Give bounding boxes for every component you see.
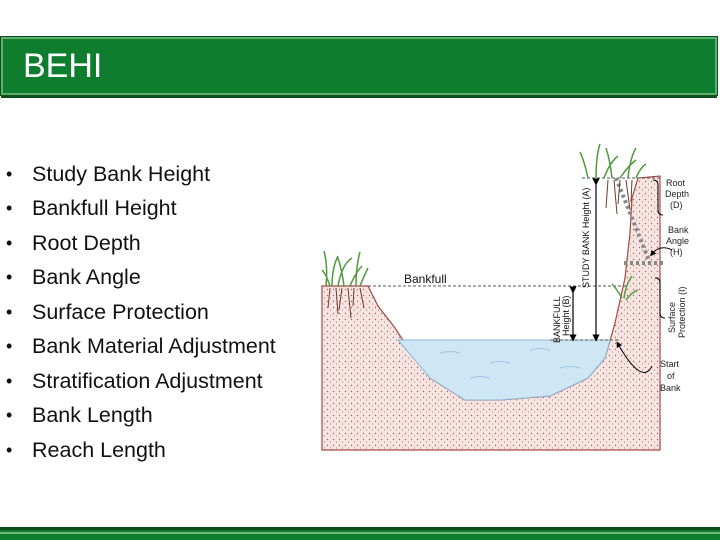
bullet-dot-icon: • bbox=[6, 301, 13, 322]
stream-bank-diagram: Bankfull STUDY BANK Height (A) BANKFULL … bbox=[321, 143, 689, 451]
bullet-item: • Reach Length bbox=[6, 433, 276, 468]
slide-title: BEHI bbox=[23, 47, 103, 85]
bullet-text: Reach Length bbox=[32, 437, 166, 462]
bullet-item: • Stratification Adjustment bbox=[6, 364, 276, 399]
start-of-bank-label-3: Bank bbox=[660, 383, 681, 393]
study-bank-height-label: STUDY BANK Height (A) bbox=[581, 188, 591, 288]
start-of-bank-label-2: of bbox=[667, 371, 675, 381]
bullet-text: Stratification Adjustment bbox=[32, 368, 263, 393]
root-depth-label-2: Depth bbox=[665, 189, 689, 199]
bullet-dot-icon: • bbox=[6, 267, 13, 288]
bankfull-label: Bankfull bbox=[404, 272, 447, 286]
bank-angle-label-1: Bank bbox=[668, 225, 689, 235]
bank-angle-pointer bbox=[650, 247, 673, 257]
bullet-text: Bank Material Adjustment bbox=[32, 334, 276, 359]
root-depth-brace bbox=[652, 179, 664, 216]
bullet-dot-icon: • bbox=[6, 232, 13, 253]
bullet-dot-icon: • bbox=[6, 163, 13, 184]
bullet-dot-icon: • bbox=[6, 198, 13, 219]
footer-bar bbox=[0, 527, 720, 540]
bank-angle-label-2: Angle bbox=[666, 236, 689, 246]
left-roots-icon bbox=[327, 287, 365, 319]
bullet-item: • Bank Length bbox=[6, 399, 276, 434]
bullet-text: Root Depth bbox=[32, 230, 141, 255]
root-depth-label-3: (D) bbox=[670, 200, 683, 210]
bullet-text: Surface Protection bbox=[32, 299, 209, 324]
right-roots-icon bbox=[605, 179, 633, 215]
mid-bank-grass-icon bbox=[611, 275, 639, 301]
bullet-item: • Surface Protection bbox=[6, 295, 276, 330]
start-of-bank-pointer bbox=[616, 341, 653, 373]
water-ripples bbox=[439, 348, 581, 379]
bullet-text: Bank Length bbox=[32, 403, 153, 428]
bullet-dot-icon: • bbox=[6, 370, 13, 391]
right-grass-icon bbox=[579, 143, 647, 179]
left-grass-icon bbox=[321, 250, 369, 287]
bullet-list: • Study Bank Height • Bankfull Height • Roo… bbox=[6, 157, 276, 468]
bullet-item: • Bank Angle bbox=[6, 261, 276, 296]
title-bar: BEHI bbox=[0, 36, 718, 98]
bank-angle-label-3: (H) bbox=[670, 247, 683, 257]
bullet-item: • Bank Material Adjustment bbox=[6, 330, 276, 365]
bullet-item: • Study Bank Height bbox=[6, 157, 276, 192]
water-area bbox=[396, 339, 611, 401]
bankfull-height-label-1: BANKFULL bbox=[552, 296, 562, 343]
bullet-text: Bank Angle bbox=[32, 265, 141, 290]
surface-protection-label-2: Protection (I) bbox=[677, 286, 687, 338]
start-of-bank-label-1: Start bbox=[660, 359, 680, 369]
soil-cross-section bbox=[321, 175, 661, 451]
surface-protection-brace bbox=[654, 277, 666, 319]
bullet-dot-icon: • bbox=[6, 405, 13, 426]
bullet-dot-icon: • bbox=[6, 336, 13, 357]
bankfull-height-label-2: Height (B) bbox=[561, 295, 571, 336]
bullet-dot-icon: • bbox=[6, 439, 13, 460]
root-depth-label-1: Root bbox=[666, 178, 686, 188]
bullet-text: Bankfull Height bbox=[32, 196, 177, 221]
bullet-item: • Bankfull Height bbox=[6, 192, 276, 227]
surface-protection-label-1: Surface bbox=[667, 302, 677, 333]
bullet-item: • Root Depth bbox=[6, 226, 276, 261]
bullet-text: Study Bank Height bbox=[32, 161, 211, 186]
